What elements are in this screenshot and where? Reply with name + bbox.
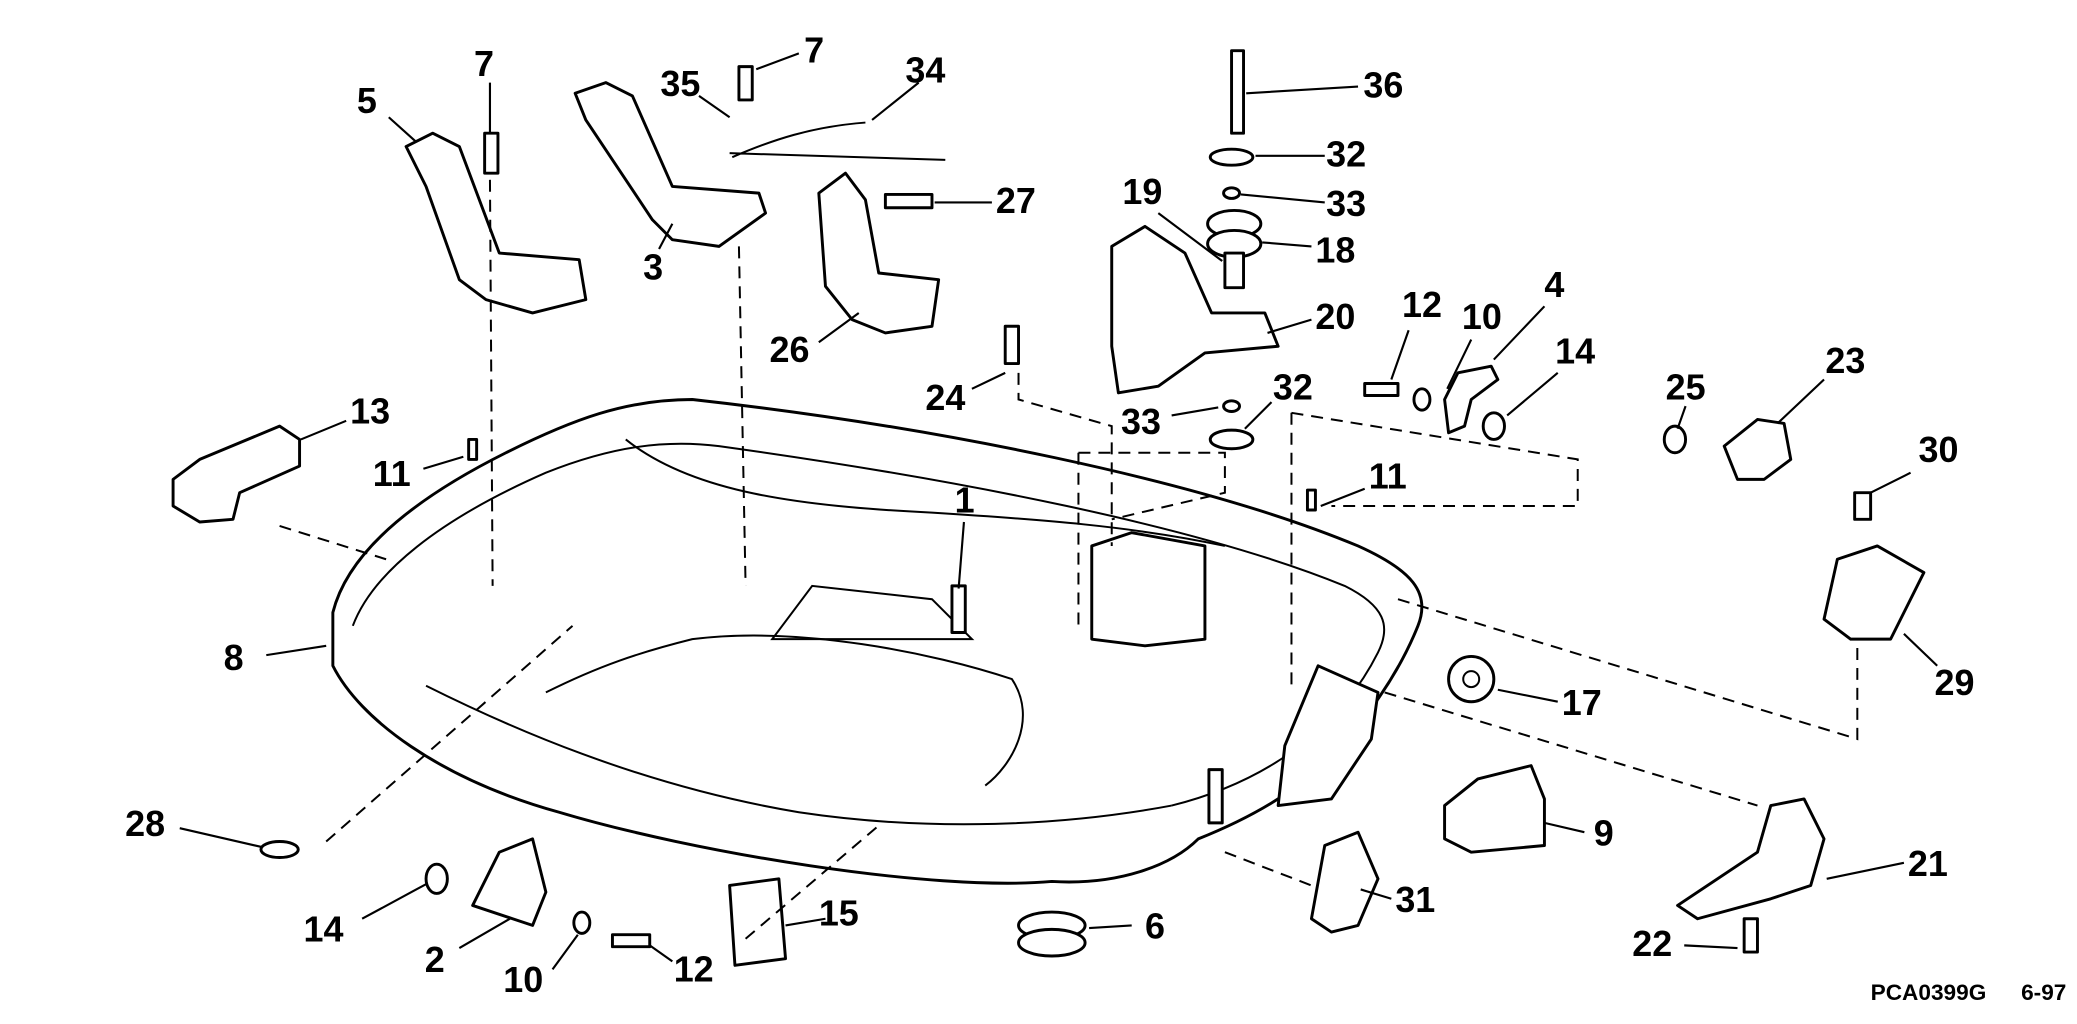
callout-19: 19 [1122,171,1162,212]
callout-9: 9 [1594,813,1614,854]
callout-11: 11 [373,453,411,494]
callout-1: 1 [955,480,975,521]
callout-10: 10 [503,959,543,1000]
callout-11: 11 [1369,456,1407,497]
callout-34: 34 [905,50,945,91]
clamp-part-23 [1722,418,1793,481]
bracket-part-21 [1676,797,1826,921]
callout-18: 18 [1315,229,1355,270]
lower-cowl-part [331,398,1424,885]
callout-33: 33 [1326,183,1366,224]
callout-2: 2 [425,939,445,980]
callout-33: 33 [1121,401,1161,442]
bracket-part-29 [1822,544,1926,641]
callout-5: 5 [357,80,377,121]
pad-part-15 [728,877,787,967]
callout-7: 7 [804,30,824,71]
callout-13: 13 [350,390,390,431]
callout-32: 32 [1326,133,1366,174]
handle-part-13 [171,424,302,524]
callout-3: 3 [643,247,663,288]
bracket-part-31 [1309,830,1380,934]
callout-26: 26 [770,329,810,370]
grommets-washers [259,147,1688,958]
callout-32: 32 [1273,366,1313,407]
callout-30: 30 [1919,429,1959,470]
callout-28: 28 [125,803,165,844]
callout-25: 25 [1666,366,1706,407]
callout-27: 27 [996,180,1036,221]
callout-10: 10 [1462,296,1502,337]
callout-12: 12 [674,948,714,989]
callout-14: 14 [1555,331,1595,372]
handle-part-9 [1443,764,1546,854]
callout-22: 22 [1632,923,1672,964]
callout-31: 31 [1395,879,1435,920]
bracket-part-20 [1110,224,1280,395]
callout-4: 4 [1544,264,1564,305]
assembly-dashed-lines [279,179,1859,940]
bracket-part-5 [404,131,588,315]
bracket-part-4 [1443,364,1500,435]
callout-7: 7 [474,43,494,84]
leader-lines [179,52,1938,970]
drawing-code: PCA0399G [1871,980,1987,1005]
callout-15: 15 [819,892,859,933]
callout-35: 35 [660,63,700,104]
date-code: 6-97 [2021,980,2066,1005]
callout-12: 12 [1402,284,1442,325]
callout-29: 29 [1935,662,1975,703]
callout-36: 36 [1363,64,1403,105]
callout-8: 8 [224,637,244,678]
callout-14: 14 [304,908,344,949]
callout-17: 17 [1562,682,1602,723]
bracket-part-2 [471,837,548,927]
bracket-part-3 [573,81,768,248]
callout-24: 24 [925,377,965,418]
screws [467,49,1873,954]
bracket-part-26 [817,171,941,335]
callout-23: 23 [1825,340,1865,381]
callout-20: 20 [1315,296,1355,337]
callout-21: 21 [1908,843,1948,884]
callout-6: 6 [1145,906,1165,947]
